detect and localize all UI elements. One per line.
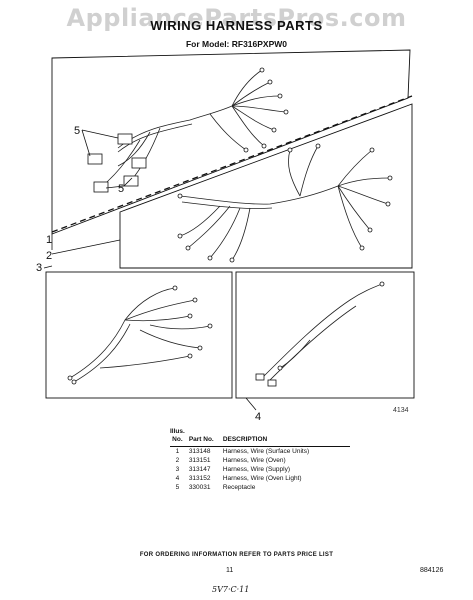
panel-harness-2 xyxy=(119,103,413,269)
callout-2: 2 xyxy=(46,250,52,262)
figure-number: 4134 xyxy=(393,407,409,414)
harness-supply xyxy=(69,287,211,383)
table-row: 3 313147 Harness, Wire (Supply) xyxy=(170,465,350,474)
row-part: 313152 xyxy=(188,475,211,482)
row-desc: Harness, Wire (Oven Light) xyxy=(222,475,302,482)
callout-5-bottom: 5 xyxy=(118,183,124,195)
callout-4: 4 xyxy=(255,411,261,423)
row-part: 330031 xyxy=(188,484,211,491)
parts-table-header: Illus. No. Part No. DESCRIPTION xyxy=(170,428,350,447)
panel-harness-3 xyxy=(45,271,233,399)
row-desc: Harness, Wire (Surface Units) xyxy=(222,448,310,455)
row-desc: Harness, Wire (Supply) xyxy=(222,466,290,473)
document-number: 884126 xyxy=(420,567,444,574)
panel-harness-1 xyxy=(51,49,411,235)
table-row: 5 330031 Receptacle xyxy=(170,483,350,492)
panel-harness-4 xyxy=(235,271,415,399)
row-part: 313148 xyxy=(188,448,211,455)
callout-3: 3 xyxy=(36,262,42,274)
callout-1: 1 xyxy=(46,234,52,246)
ordering-info: FOR ORDERING INFORMATION REFER TO PARTS … xyxy=(139,552,334,558)
row-part: 313147 xyxy=(188,466,211,473)
harness-oven-light xyxy=(261,283,383,383)
row-illus: 4 xyxy=(175,475,180,482)
row-illus: 5 xyxy=(175,484,180,491)
callout-5-top: 5 xyxy=(74,125,80,137)
harness-surface-units xyxy=(99,69,287,189)
row-illus: 1 xyxy=(175,448,180,455)
table-row: 2 313151 Harness, Wire (Oven) xyxy=(170,456,350,465)
header-description: DESCRIPTION xyxy=(222,428,350,447)
table-row: 4 313152 Harness, Wire (Oven Light) xyxy=(170,474,350,483)
model-number: For Model: RF316PXPW0 xyxy=(185,39,288,49)
header-part-no: Part No. xyxy=(188,428,223,447)
row-desc: Harness, Wire (Oven) xyxy=(222,457,286,464)
watermark-text: AppliancePartsPros.com xyxy=(66,4,407,32)
table-row: 1 313148 Harness, Wire (Surface Units) xyxy=(170,447,350,457)
row-illus: 2 xyxy=(175,457,180,464)
handwritten-note: 5V7·C·11 xyxy=(212,585,250,594)
row-desc: Receptacle xyxy=(222,484,256,491)
page-title: WIRING HARNESS PARTS xyxy=(150,18,323,33)
header-illus-no: Illus. No. xyxy=(170,428,189,447)
panel-divider xyxy=(51,95,413,233)
row-illus: 3 xyxy=(175,466,180,473)
parts-table: Illus. No. Part No. DESCRIPTION 1 313148… xyxy=(170,428,350,492)
harness-oven xyxy=(179,145,391,261)
page-number: 11 xyxy=(226,567,234,574)
row-part: 313151 xyxy=(188,457,211,464)
